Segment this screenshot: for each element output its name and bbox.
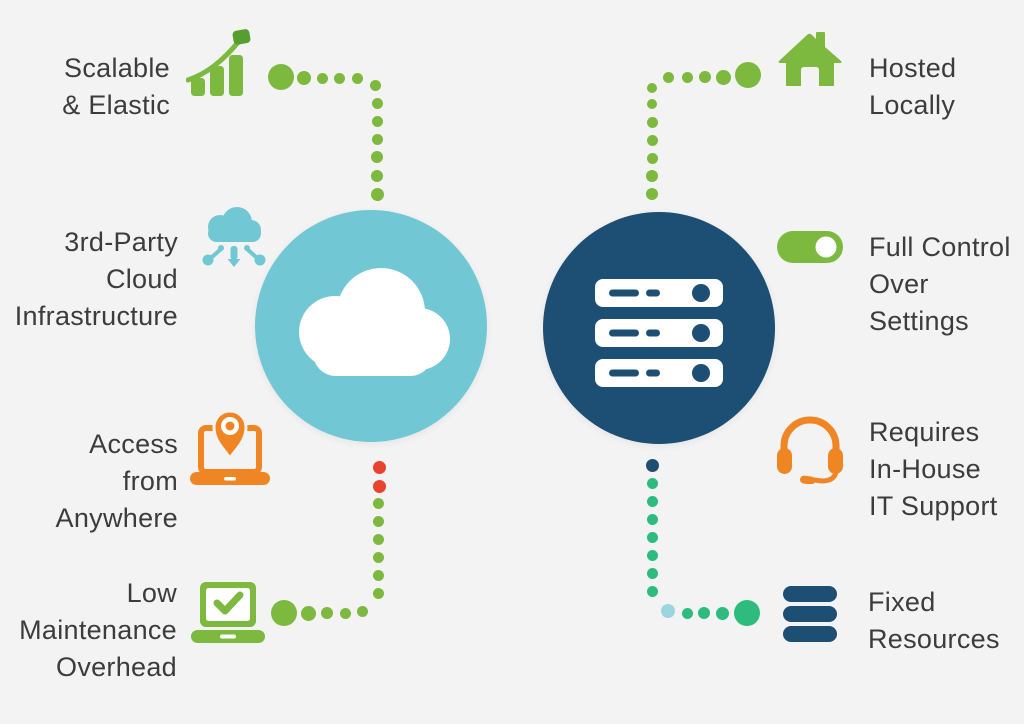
hosted-connector-dot: [681, 71, 693, 83]
label-hosted-locally: Hosted Locally: [869, 53, 957, 120]
scalable-connector-dot: [371, 97, 383, 109]
cloud-icon: [287, 266, 455, 378]
maintenance-connector-dot: [372, 587, 384, 599]
bar-chart-growth-icon: [185, 28, 254, 98]
server-icon: [595, 279, 723, 387]
fixed-connector-dot: [646, 531, 658, 543]
label-scalable-elastic: Scalable & Elastic: [62, 53, 170, 120]
fixed-connector-dot: [661, 604, 675, 618]
hosted-connector-dot: [647, 83, 657, 93]
scalable-connector-dot: [268, 64, 294, 90]
maintenance-connector-dot: [271, 600, 297, 626]
hosted-connector-dot: [735, 62, 761, 88]
headset-icon: [772, 408, 848, 485]
scalable-connector-dot: [371, 133, 383, 145]
scalable-connector-dot: [316, 72, 328, 84]
laptop-location-icon: [188, 408, 272, 488]
maintenance-connector-dot: [321, 607, 333, 619]
hosted-connector-dot: [647, 99, 657, 109]
scalable-connector-dot: [369, 79, 381, 91]
fixed-connector-dot: [645, 458, 659, 472]
hosted-connector-dot: [662, 71, 674, 83]
fixed-connector-dot: [646, 585, 658, 597]
cloud-network-icon: [193, 207, 273, 271]
label-fixed-resources: Fixed Resources: [868, 587, 1000, 654]
maintenance-connector-dot: [372, 479, 386, 493]
hosted-connector-dot: [646, 134, 658, 146]
scalable-connector-dot: [333, 72, 345, 84]
fixed-connector-dot: [646, 477, 658, 489]
maintenance-connector-dot: [300, 605, 316, 621]
fixed-connector-dot: [646, 549, 658, 561]
label-full-control: Full Control Over Settings: [869, 232, 1011, 336]
toggle-on-icon: [777, 231, 843, 263]
scalable-connector-dot: [371, 170, 383, 182]
label-third-party-cloud: 3rd-Party Cloud Infrastructure: [14, 227, 178, 331]
hosted-connector-dot: [699, 71, 711, 83]
server-circle: [543, 212, 775, 444]
scalable-connector-dot: [351, 72, 363, 84]
cloud-circle: [255, 210, 487, 442]
maintenance-connector-dot: [339, 607, 351, 619]
server-stack-icon: [783, 586, 837, 642]
label-low-maintenance: Low Maintenance Overhead: [19, 578, 177, 682]
maintenance-connector-dot: [372, 515, 384, 527]
maintenance-connector-dot: [372, 460, 386, 474]
maintenance-connector-dot: [356, 605, 368, 617]
fixed-connector-dot: [646, 513, 658, 525]
fixed-connector-dot: [681, 607, 693, 619]
fixed-connector-dot: [734, 600, 760, 626]
maintenance-connector-dot: [372, 533, 384, 545]
house-icon: [776, 30, 844, 88]
hosted-connector-dot: [646, 152, 658, 164]
fixed-connector-dot: [698, 607, 710, 619]
scalable-connector-dot: [370, 187, 384, 201]
scalable-connector-dot: [297, 71, 311, 85]
scalable-connector-dot: [371, 115, 383, 127]
maintenance-connector-dot: [372, 551, 384, 563]
hosted-connector-dot: [646, 170, 658, 182]
fixed-connector-dot: [646, 495, 658, 507]
maintenance-connector-dot: [372, 569, 384, 581]
hosted-connector-dot: [715, 69, 731, 85]
scalable-connector-dot: [371, 151, 383, 163]
fixed-connector-dot: [646, 567, 658, 579]
laptop-check-icon: [191, 582, 265, 644]
fixed-connector-dot: [715, 606, 729, 620]
maintenance-connector-dot: [372, 497, 384, 509]
hosted-connector-dot: [646, 188, 658, 200]
label-it-support: Requires In-House IT Support: [869, 417, 998, 521]
hosted-connector-dot: [646, 116, 658, 128]
label-access-anywhere: Access from Anywhere: [55, 429, 178, 533]
